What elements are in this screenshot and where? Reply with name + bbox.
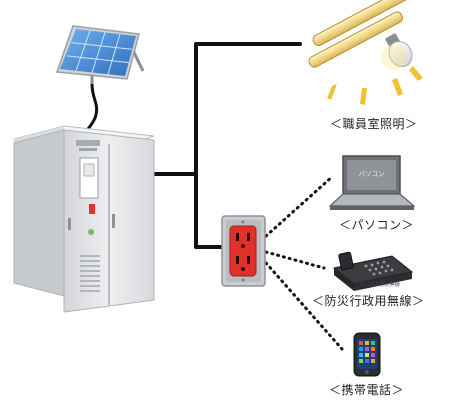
label-pc: ＜パソコン＞ xyxy=(339,218,415,232)
office-lighting xyxy=(308,0,423,105)
solar-panel xyxy=(55,25,145,145)
power-cabinet xyxy=(13,125,155,313)
wire-to-lighting xyxy=(151,42,302,176)
label-office-lighting: ＜職員室照明＞ xyxy=(330,117,418,131)
branch-to-radio xyxy=(264,250,326,270)
light-rays xyxy=(327,66,423,105)
radio-caption: デジタル防災無線 xyxy=(360,281,400,288)
label-mobile-phone: ＜携帯電話＞ xyxy=(329,383,405,397)
branch-to-phone xyxy=(264,261,344,351)
power-outlet xyxy=(221,215,266,287)
wire-to-outlet xyxy=(194,172,224,249)
mobile-phone xyxy=(353,332,381,377)
disaster-radio: デジタル防災無線 xyxy=(332,251,414,291)
label-disaster-radio: ＜防災行政用無線＞ xyxy=(312,294,425,308)
laptop-screen-text: パソコン xyxy=(359,170,385,178)
laptop: パソコン xyxy=(328,155,416,210)
branch-to-pc xyxy=(264,174,335,238)
outlet-branches xyxy=(264,174,344,351)
light-bulb xyxy=(381,33,413,70)
power-wiring xyxy=(151,42,302,249)
